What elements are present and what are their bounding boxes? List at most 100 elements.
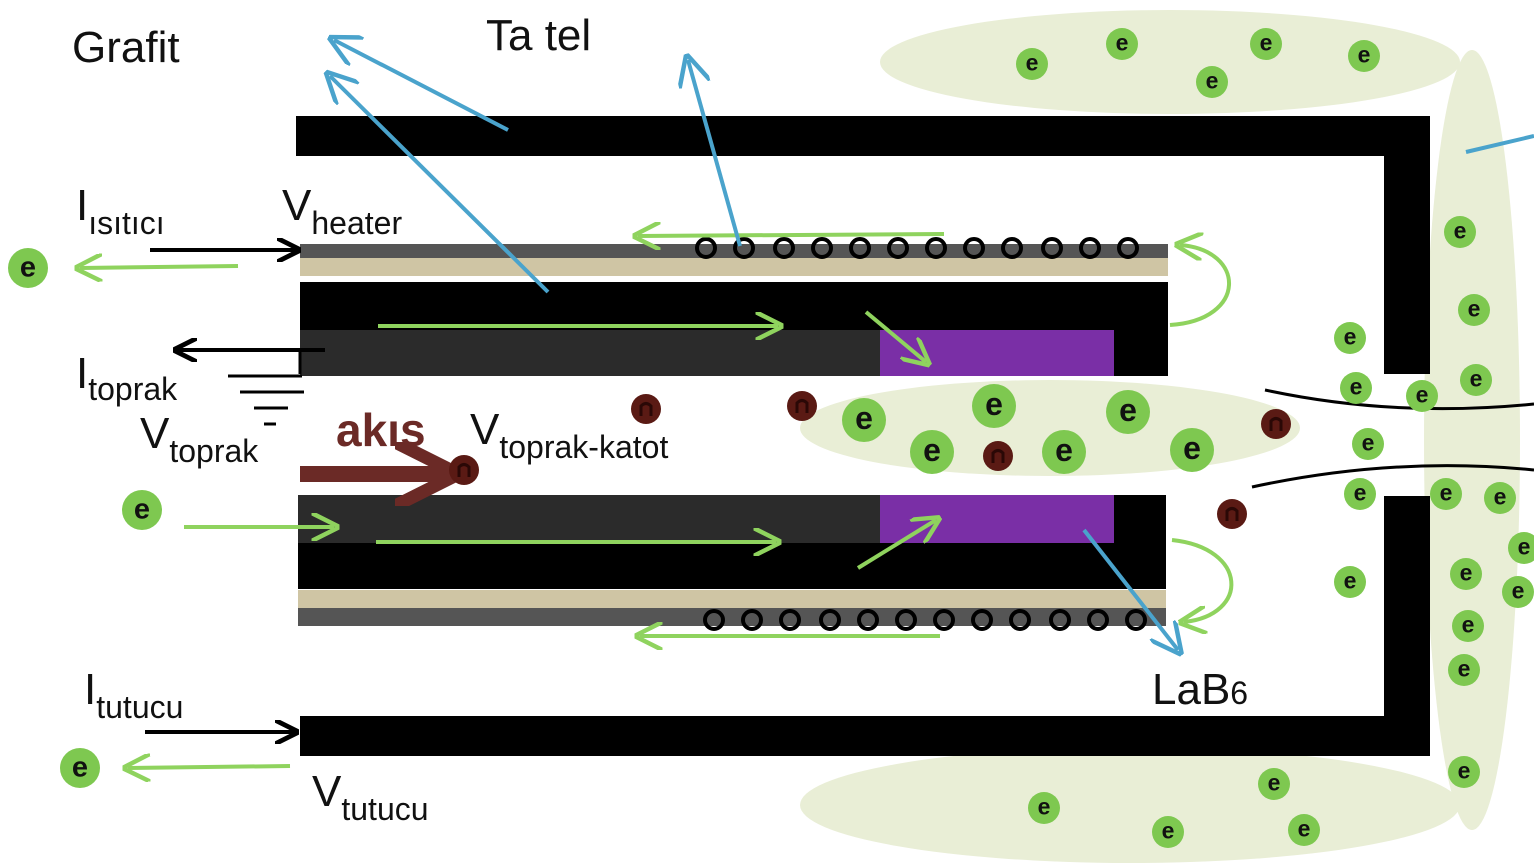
electron-symbol: e	[1470, 366, 1483, 392]
electron: e	[972, 384, 1016, 428]
electron-symbol: e	[1268, 770, 1281, 796]
ta-wire-coil	[819, 609, 841, 631]
ion	[1217, 499, 1247, 529]
electron-flow-arrows	[80, 234, 1234, 768]
electron: e	[1452, 610, 1484, 642]
electron: e	[8, 248, 48, 288]
ta-wire-coil	[1001, 237, 1023, 259]
ion	[1261, 409, 1291, 439]
electron-symbol: e	[1260, 30, 1273, 56]
electron: e	[1348, 40, 1380, 72]
ta-wire-coil	[1087, 609, 1109, 631]
electron: e	[1334, 566, 1366, 598]
lab6-insert-bottom	[880, 495, 1114, 543]
electron: e	[1430, 478, 1462, 510]
ion	[449, 455, 479, 485]
electron-symbol: e	[1462, 612, 1475, 638]
electron-symbol: e	[1350, 374, 1363, 400]
label-pointer-arrows	[330, 40, 1534, 650]
heater-assembly-bottom	[298, 590, 1166, 626]
electron-symbol: e	[1183, 430, 1201, 466]
ta-wire-coil	[695, 237, 717, 259]
electron-symbol: e	[1038, 794, 1051, 820]
electron: e	[1406, 380, 1438, 412]
ground-symbol	[228, 348, 304, 426]
ion	[787, 391, 817, 421]
electron: e	[1444, 216, 1476, 248]
electron: e	[1196, 66, 1228, 98]
orifice	[1251, 388, 1534, 489]
ta-wire-coil	[733, 237, 755, 259]
electron: e	[1170, 428, 1214, 472]
ta-wire-coil	[933, 609, 955, 631]
electron: e	[1258, 768, 1290, 800]
electron-symbol: e	[923, 432, 941, 468]
label-i-isitici: Iısıtıcı	[76, 181, 165, 241]
electron: e	[1250, 28, 1282, 60]
electron: e	[1352, 428, 1384, 460]
label-i-tutucu: Itutucu	[84, 665, 183, 725]
electron-symbol: e	[1494, 484, 1507, 510]
ions	[449, 391, 1291, 529]
electron: e	[1028, 792, 1060, 824]
label-v-toprak-katot: Vtoprak-katot	[470, 405, 668, 465]
electron-arrow-keeper-out	[128, 766, 291, 768]
electron-symbol: e	[985, 386, 1003, 422]
keeper-bottom-plate	[300, 716, 1430, 756]
label-v-tutucu: Vtutucu	[312, 767, 429, 827]
electron-symbol: e	[1362, 430, 1375, 456]
electron-symbol: e	[1206, 68, 1219, 94]
label-ta-tel: Ta tel	[486, 11, 591, 60]
electron-symbol: e	[1468, 296, 1481, 322]
ta-wire-coil	[741, 609, 763, 631]
electron: e	[1106, 390, 1150, 434]
plasma-cloud-top	[880, 10, 1460, 114]
keeper-top-plate	[296, 116, 1430, 156]
electron: e	[122, 490, 162, 530]
ta-wire-coil	[857, 609, 879, 631]
electron-symbol: e	[1026, 50, 1039, 76]
label-grafit: Grafit	[72, 23, 180, 72]
electron: e	[1448, 756, 1480, 788]
electron: e	[1042, 430, 1086, 474]
electron: e	[1508, 532, 1534, 564]
label-lab6: LaB6	[1152, 665, 1248, 714]
labels: Grafit Ta tel Iısıtıcı Vheater Itoprak V…	[72, 11, 1248, 827]
grafit-pointer-2	[330, 76, 550, 294]
electron: e	[1460, 364, 1492, 396]
ta-wire-coil	[1079, 237, 1101, 259]
ion	[983, 441, 1013, 471]
orifice-top-line	[1264, 388, 1534, 411]
ta-wire-coil	[811, 237, 833, 259]
ta-wire-coil	[1117, 237, 1139, 259]
ta-wire-coils-top	[695, 237, 1139, 259]
electron: e	[1334, 322, 1366, 354]
electron-symbol: e	[1344, 324, 1357, 350]
electron-symbol: e	[1298, 816, 1311, 842]
ta-wire-coil	[849, 237, 871, 259]
ta-wire-coil	[925, 237, 947, 259]
ta-wire-coil	[895, 609, 917, 631]
ceramic-top	[300, 258, 1168, 276]
electron-symbol: e	[855, 400, 873, 436]
label-v-toprak: Vtoprak	[140, 409, 259, 469]
electron: e	[1288, 814, 1320, 846]
keeper-electrode	[296, 116, 1430, 756]
electron-arrow-lab6-top	[864, 310, 926, 362]
electron-symbol: e	[1055, 432, 1073, 468]
ta-wire-coil	[1009, 609, 1031, 631]
electron: e	[842, 398, 886, 442]
electron: e	[1152, 816, 1184, 848]
electron: e	[1448, 654, 1480, 686]
electron-symbol: e	[1518, 534, 1531, 560]
grafit-pointer-1	[334, 40, 509, 132]
ta-tel-pointer	[688, 60, 742, 247]
electron-symbol: e	[1416, 382, 1429, 408]
electron-symbol: e	[1454, 218, 1467, 244]
ta-wire-coil	[963, 237, 985, 259]
electron: e	[1484, 482, 1516, 514]
ceramic-bottom	[298, 590, 1166, 608]
electron: e	[1340, 372, 1372, 404]
ta-wire-coil	[887, 237, 909, 259]
